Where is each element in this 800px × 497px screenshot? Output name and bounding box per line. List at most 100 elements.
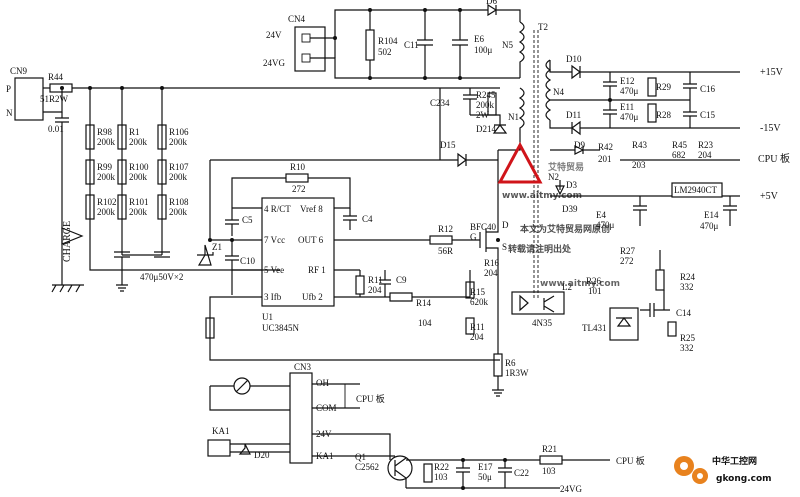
c15-ref: C15 [700, 110, 716, 120]
r102-ref: R102 [97, 197, 117, 207]
r100-ref: R100 [129, 162, 149, 172]
r26-val: 101 [588, 286, 602, 296]
charge-label: CHARGE [62, 221, 73, 262]
input-filter-cap: 0.01 [48, 112, 69, 270]
cn9-pin-n: N [6, 108, 13, 118]
e14-ref: E14 [704, 210, 719, 220]
r245-ref: R245 [476, 90, 496, 100]
r43-val: 203 [632, 160, 646, 170]
e14-val: 470μ [700, 221, 719, 231]
r15-val: 620k [470, 297, 489, 307]
watermark-site2: www.aitmy.com [540, 279, 620, 289]
r21-val: 103 [542, 466, 556, 476]
r16-ref: R16 [484, 258, 500, 268]
c10-ref: C10 [240, 256, 256, 266]
watermark-logo: 艾特贸易 [497, 141, 584, 184]
r42-val: 201 [598, 154, 612, 164]
d6-diode: D6 [480, 0, 521, 22]
e6-ref: E6 [474, 34, 484, 44]
plus5-label: +5V [760, 191, 779, 202]
r101-val: 200k [129, 207, 148, 217]
r21-resistor: R21 103 CPU 板 [539, 444, 645, 476]
c11-ref: C11 [404, 40, 419, 50]
watermark-reprint: 转载请注明出处 [508, 243, 572, 255]
r11b-ref: R11 [470, 322, 485, 332]
d3-ref: D3 [566, 180, 577, 190]
d15-ref: D15 [440, 140, 456, 150]
input-cap-val: 0.01 [48, 124, 64, 134]
q1-transistor: Q1 C2562 [355, 452, 413, 488]
r98-ref: R98 [97, 127, 113, 137]
e4-ref: E4 [596, 210, 606, 220]
r44-ref: R44 [48, 72, 64, 82]
r27-val: 272 [620, 256, 634, 266]
r45-ref: R45 [672, 140, 688, 150]
c4-capacitor: C4 [343, 208, 373, 230]
gkong-logo: 中华工控网 gkong.com [674, 455, 772, 484]
e11-val: 470μ [620, 112, 639, 122]
r23-ref: R23 [698, 140, 714, 150]
c5-ref: C5 [242, 215, 253, 225]
r107-val: 200k [169, 172, 188, 182]
resistor-ladder: R98 200k R99 200k R102 200k R1 200k R100… [85, 88, 189, 255]
r10-resistor: R10 272 [231, 162, 351, 209]
r10-ref: R10 [290, 162, 306, 172]
cn9-pin-p: P [6, 84, 11, 94]
g24-label: 24VG [560, 484, 582, 494]
e6-val: 100μ [474, 45, 493, 55]
c22-ref: C22 [514, 468, 529, 478]
d39-ref: D39 [562, 204, 578, 214]
r101-ref: R101 [129, 197, 149, 207]
n5-ref: N5 [502, 40, 513, 50]
junctions [60, 8, 612, 490]
cn4-pin2: 24VG [263, 58, 285, 68]
r108-ref: R108 [169, 197, 189, 207]
r100-val: 200k [129, 172, 148, 182]
relay-cpu-label: CPU 板 [616, 455, 645, 466]
mosfet-bfc40: BFC40 G D S [470, 150, 509, 300]
n2-ref: N2 [548, 172, 559, 182]
bulk-cap-val: 470μ50V×2 [140, 272, 183, 282]
r42-ref: R42 [598, 142, 613, 152]
q1-part: C2562 [355, 462, 379, 472]
c16-ref: C16 [700, 84, 716, 94]
r15-ref: R15 [470, 287, 486, 297]
r24-val: 332 [680, 282, 694, 292]
regulator: LM2940CT [674, 185, 718, 195]
pin-1: RF 1 [308, 265, 326, 275]
c4-ref: C4 [362, 214, 373, 224]
r6-val: 1R3W [505, 368, 529, 378]
r11-ref: R11 [368, 275, 383, 285]
r45-val: 682 [672, 150, 686, 160]
r98-val: 200k [97, 137, 116, 147]
r21-ref: R21 [542, 444, 557, 454]
r106-ref: R106 [169, 127, 189, 137]
dual-rails: N4 D10 D11 E12 470μ E11 470μ R29 R28 C16… [545, 54, 784, 136]
r102-val: 200k [97, 207, 116, 217]
c22-capacitor: C22 [498, 460, 529, 488]
r104-ref: R104 [378, 36, 398, 46]
d11-ref: D11 [566, 110, 581, 120]
z1-ref: Z1 [212, 242, 222, 252]
mosfet-part: BFC40 [470, 222, 497, 232]
cn3-dest: CPU 板 [356, 393, 385, 404]
r107-ref: R107 [169, 162, 189, 172]
l2-ref: L2 [562, 282, 572, 292]
cn4-pin1: 24V [266, 30, 282, 40]
r99-ref: R99 [97, 162, 113, 172]
r14-val: 104 [418, 318, 432, 328]
r245-val: 200k [476, 100, 495, 110]
r11-val: 204 [368, 285, 382, 295]
r1-val: 200k [129, 137, 148, 147]
pin-7: 7 Vcc [264, 235, 285, 245]
cn9-connector: CN9 P N [6, 66, 44, 121]
n5-winding: N5 T2 [502, 21, 548, 78]
r16-val: 204 [484, 268, 498, 278]
plus15-label: +15V [760, 67, 784, 78]
minus15-label: -15V [760, 123, 781, 134]
r29-ref: R29 [656, 82, 672, 92]
r104-resistor: R104 502 [365, 10, 398, 78]
cn4-connector: CN4 24V 24VG [263, 14, 326, 72]
gkong-url: gkong.com [716, 474, 772, 484]
cpu-label: CPU 板 [758, 152, 790, 165]
